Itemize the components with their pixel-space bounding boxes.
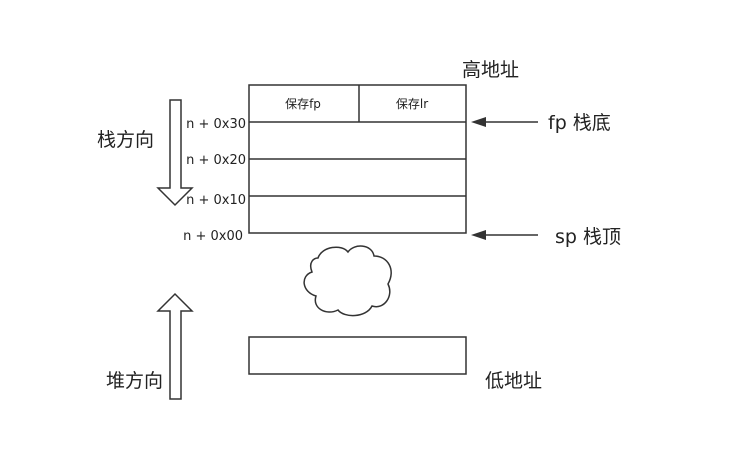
heap-direction-arrow xyxy=(156,292,194,400)
fp-stack-bottom-label: fp 栈底 xyxy=(548,112,611,134)
offset-label-0x20: n + 0x20 xyxy=(186,153,246,168)
offset-label-0x00: n + 0x00 xyxy=(183,229,243,244)
heap-box xyxy=(248,336,467,375)
high-address-label: 高地址 xyxy=(462,59,519,81)
heap-direction-label: 堆方向 xyxy=(106,370,163,392)
fp-arrow-head xyxy=(471,117,486,127)
cloud-icon xyxy=(303,245,392,317)
offset-label-0x30: n + 0x30 xyxy=(186,117,246,132)
sp-stack-top-label: sp 栈顶 xyxy=(555,226,621,248)
low-address-label: 低地址 xyxy=(485,370,542,392)
sp-arrow-head xyxy=(471,230,486,240)
cell-save-fp: 保存fp xyxy=(285,97,321,111)
cell-save-lr: 保存lr xyxy=(396,97,428,111)
offset-label-0x10: n + 0x10 xyxy=(186,193,246,208)
stack-direction-arrow xyxy=(156,99,194,207)
stack-direction-label: 栈方向 xyxy=(97,129,154,151)
